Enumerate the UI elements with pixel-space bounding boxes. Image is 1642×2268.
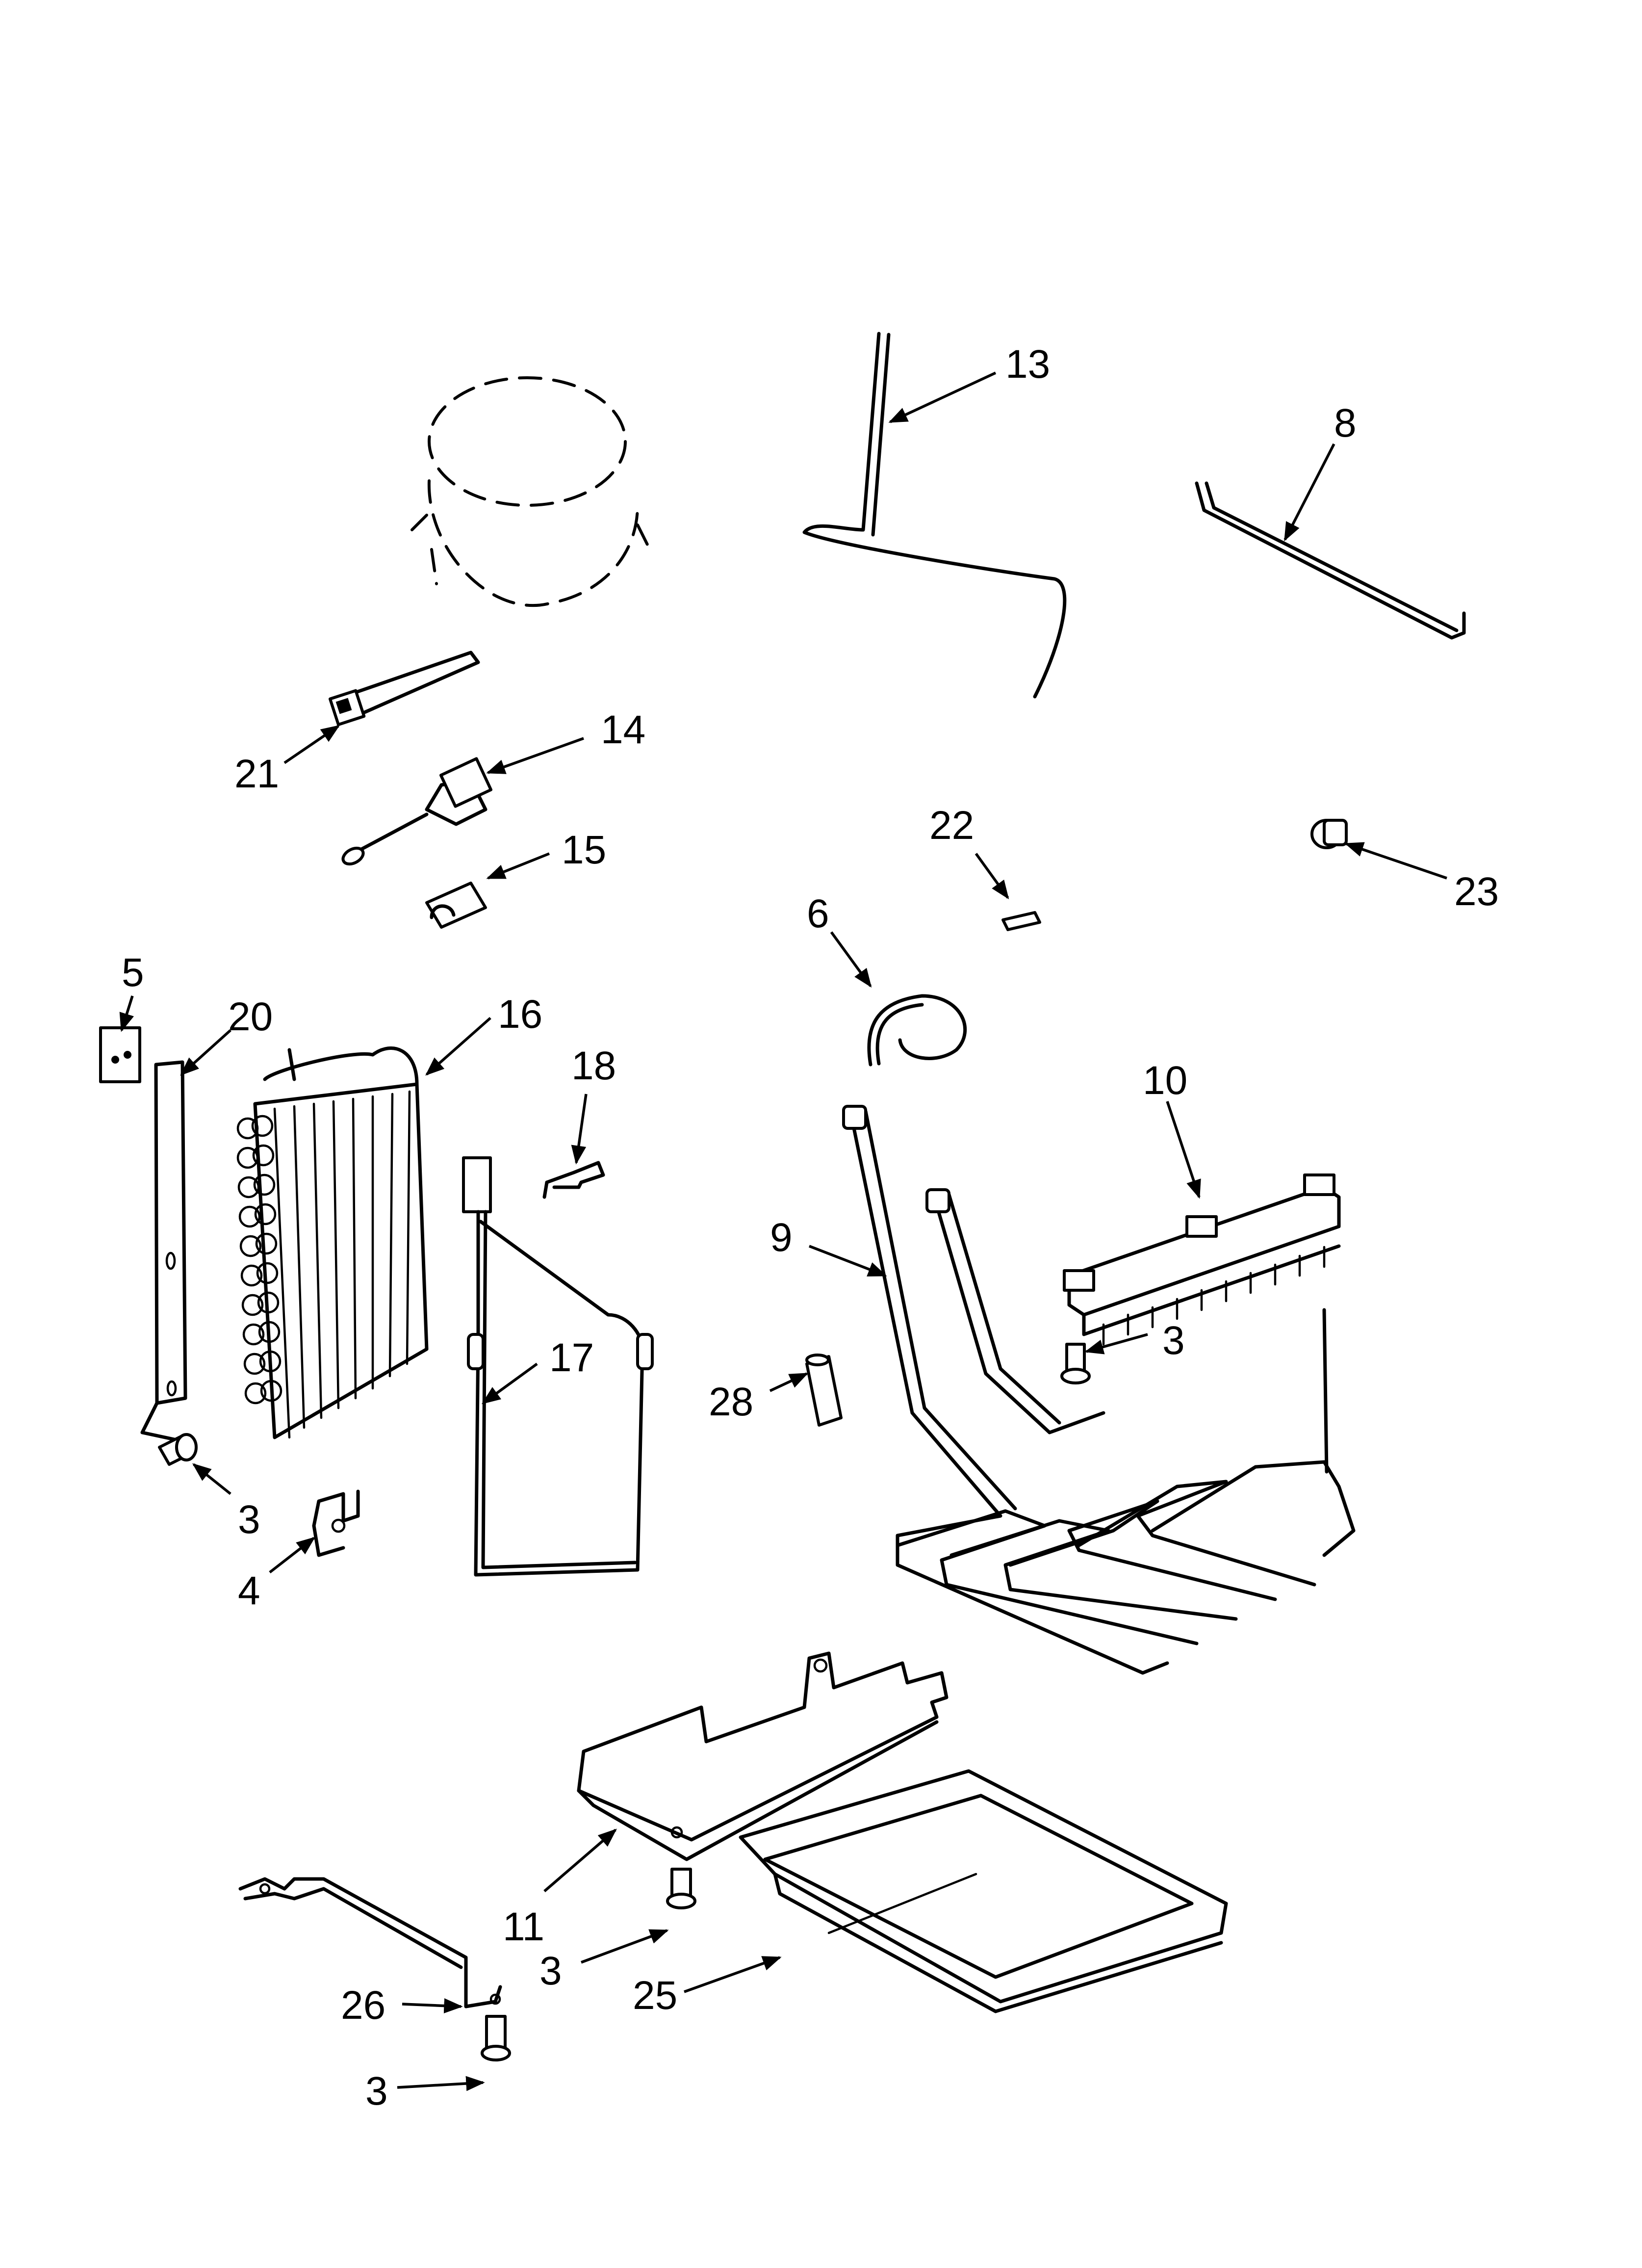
compressor-outline: [410, 376, 649, 607]
part-11-bracket: [577, 1651, 949, 1861]
part-21-cable-tie: [328, 651, 480, 726]
callout-13: 13: [1005, 342, 1050, 387]
callout-3-bracket: 3: [1162, 1318, 1185, 1363]
part-22-clip: [1001, 911, 1041, 931]
screw-bracket: [1060, 1343, 1091, 1384]
part-26-bracket: [238, 1877, 502, 2008]
part-16-evaporator: [236, 1046, 429, 1439]
callout-numbers: 13 8 21 14 15 22 23 6 5 20 16 18 10 9 3 …: [122, 342, 1499, 2113]
part-23-grommet: [1310, 819, 1348, 849]
screw-evaporator: [158, 1433, 198, 1466]
callout-26: 26: [341, 1983, 385, 2028]
screw-bottom: [481, 2015, 511, 2061]
callout-15: 15: [562, 828, 606, 872]
part-5-plate: [99, 1026, 141, 1083]
part-17-heater: [462, 1156, 654, 1577]
part-13-tube: [802, 332, 1067, 699]
callout-9: 9: [770, 1215, 793, 1260]
part-18-clip: [542, 1161, 605, 1199]
callout-10: 10: [1143, 1058, 1187, 1103]
callout-23: 23: [1454, 869, 1499, 914]
callout-22: 22: [929, 803, 974, 848]
callout-3-bottom: 3: [365, 2069, 388, 2113]
part-28-sleeve: [805, 1354, 843, 1427]
callout-21: 21: [234, 752, 279, 796]
screw-tray: [666, 1868, 696, 1909]
part-6-tube: [867, 994, 967, 1067]
callout-17: 17: [549, 1335, 594, 1380]
part-10-bracket: [1063, 1173, 1341, 1346]
part-9-heater: [842, 1105, 1356, 1675]
callout-14: 14: [601, 707, 645, 752]
callout-18: 18: [571, 1043, 616, 1088]
part-4-clip: [312, 1489, 360, 1557]
callout-20: 20: [228, 994, 273, 1039]
part-20-bracket: [140, 1060, 187, 1442]
callout-6: 6: [807, 891, 829, 936]
callout-4: 4: [238, 1568, 260, 1613]
part-14-sensor: [341, 757, 493, 866]
callout-3-evaporator: 3: [238, 1497, 260, 1542]
leader-arrows: [119, 371, 1447, 2091]
callout-5: 5: [122, 950, 144, 995]
callout-28: 28: [709, 1380, 753, 1424]
callout-25: 25: [633, 1973, 677, 2018]
part-8-tube: [1195, 481, 1466, 640]
callout-8: 8: [1334, 401, 1357, 445]
callout-16: 16: [498, 992, 542, 1037]
part-15-clip: [425, 882, 487, 929]
part-25-pan: [739, 1769, 1228, 2013]
callout-11: 11: [503, 1904, 544, 1949]
callout-3-tray: 3: [539, 1949, 562, 1993]
